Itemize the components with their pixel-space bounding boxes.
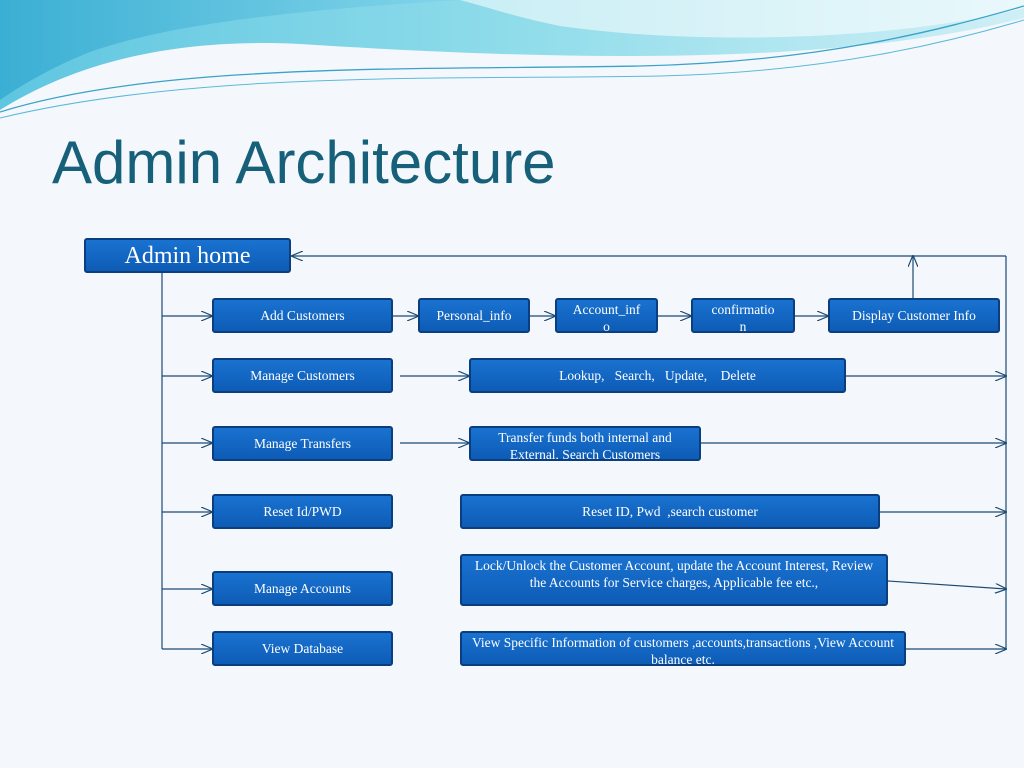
node-manage-transfers[interactable]: Manage Transfers [212, 426, 393, 461]
node-add-customers[interactable]: Add Customers [212, 298, 393, 333]
node-lock-unlock[interactable]: Lock/Unlock the Customer Account, update… [460, 554, 888, 606]
node-transfer-funds-label: Transfer funds both internal and Externa… [498, 430, 672, 461]
node-personal-info-label: Personal_info [436, 308, 512, 323]
node-display-customer-info-label: Display Customer Info [852, 308, 976, 323]
node-lookup-label: Lookup, Search, Update, Delete [559, 368, 756, 383]
node-account-info-label: Account_inf o [572, 302, 641, 333]
node-add-customers-label: Add Customers [260, 308, 345, 323]
node-view-specific-label: View Specific Information of customers ,… [471, 635, 894, 666]
wave-line-1 [0, 5, 1024, 113]
node-display-customer-info[interactable]: Display Customer Info [828, 298, 1000, 333]
node-transfer-funds[interactable]: Transfer funds both internal and Externa… [469, 426, 701, 461]
out-lock [887, 580, 1006, 589]
node-manage-accounts-label: Manage Accounts [253, 581, 352, 596]
top-wave-light [460, 0, 1024, 38]
node-view-specific[interactable]: View Specific Information of customers ,… [460, 631, 906, 666]
node-lock-unlock-label: Lock/Unlock the Customer Account, update… [474, 558, 874, 590]
node-view-database[interactable]: View Database [212, 631, 393, 666]
node-reset-id-pwd-label: Reset Id/PWD [263, 504, 342, 519]
node-view-database-label: View Database [261, 641, 344, 656]
slide-title: Admin Architecture [52, 129, 556, 196]
node-lookup-search-update-delete[interactable]: Lookup, Search, Update, Delete [469, 358, 846, 393]
top-wave-dark [0, 0, 460, 100]
wave-line-2 [0, 19, 1024, 119]
node-manage-customers[interactable]: Manage Customers [212, 358, 393, 393]
node-reset-id-search[interactable]: Reset ID, Pwd ,search customer [460, 494, 880, 529]
node-account-info[interactable]: Account_inf o [555, 298, 658, 333]
node-manage-accounts[interactable]: Manage Accounts [212, 571, 393, 606]
node-manage-customers-label: Manage Customers [250, 368, 355, 383]
node-admin-home-label: Admin home [124, 242, 251, 269]
node-reset-id-pwd[interactable]: Reset Id/PWD [212, 494, 393, 529]
node-confirmation-label: confirmatio n [711, 302, 775, 333]
node-manage-transfers-label: Manage Transfers [253, 436, 352, 451]
node-reset-id-search-label: Reset ID, Pwd ,search customer [582, 504, 758, 519]
node-admin-home[interactable]: Admin home [84, 238, 291, 273]
node-confirmation[interactable]: confirmatio n [691, 298, 795, 333]
node-personal-info[interactable]: Personal_info [418, 298, 530, 333]
